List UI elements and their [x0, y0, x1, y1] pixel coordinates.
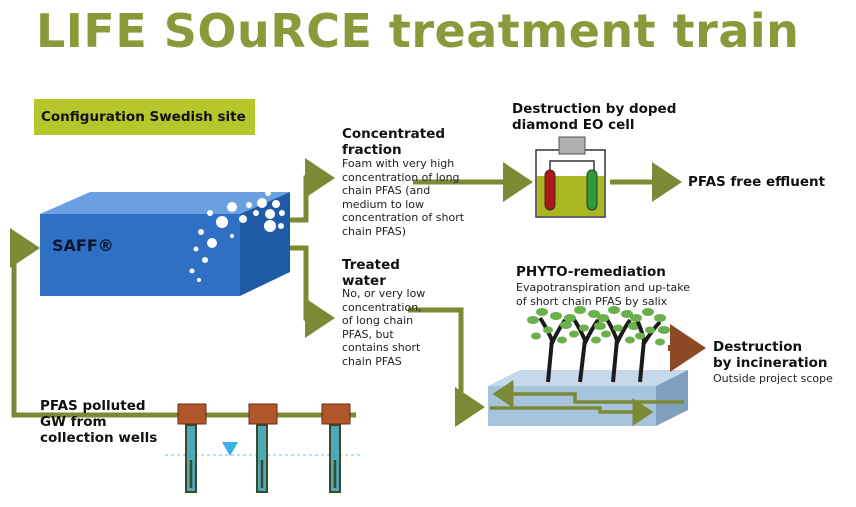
treated-description: No, or very low concentration, of long c…	[342, 287, 426, 368]
wells-heading: PFAS polluted GW from collection wells	[40, 398, 158, 446]
eo-cell-heading: Destruction by doped diamond EO cell	[512, 101, 677, 133]
well	[177, 403, 207, 493]
well	[248, 403, 278, 493]
tree	[527, 308, 572, 383]
tree	[630, 308, 670, 383]
incineration-note: Outside project scope	[713, 372, 833, 385]
bubbles	[189, 190, 285, 282]
tree	[597, 306, 640, 383]
salix-trees	[527, 306, 670, 383]
arrow-to-phyto	[408, 307, 485, 427]
concentrated-heading: Concentrated fraction	[342, 126, 446, 158]
saff-label: SAFF®	[52, 236, 114, 255]
treated-heading: Treated water	[342, 257, 400, 289]
collection-wells	[165, 403, 360, 493]
arrow-to-treated	[290, 245, 335, 338]
phyto-heading: PHYTO-remediation	[516, 264, 666, 280]
well	[321, 403, 351, 493]
pfas-free-label: PFAS free effluent	[688, 174, 826, 190]
saff-unit	[40, 190, 290, 296]
phyto-description: Evapotranspiration and up-take of short …	[516, 281, 690, 308]
phyto-bed	[488, 370, 688, 426]
arrow-to-concentrated	[290, 158, 335, 223]
configuration-label: Configuration Swedish site	[34, 99, 255, 135]
tree	[564, 306, 606, 383]
eo-cell	[535, 136, 606, 218]
concentrated-description: Foam with very high concentration of lon…	[342, 157, 465, 238]
incineration-heading: Destruction by incineration	[713, 339, 828, 371]
page-title: LIFE SOuRCE treatment train	[36, 4, 800, 58]
